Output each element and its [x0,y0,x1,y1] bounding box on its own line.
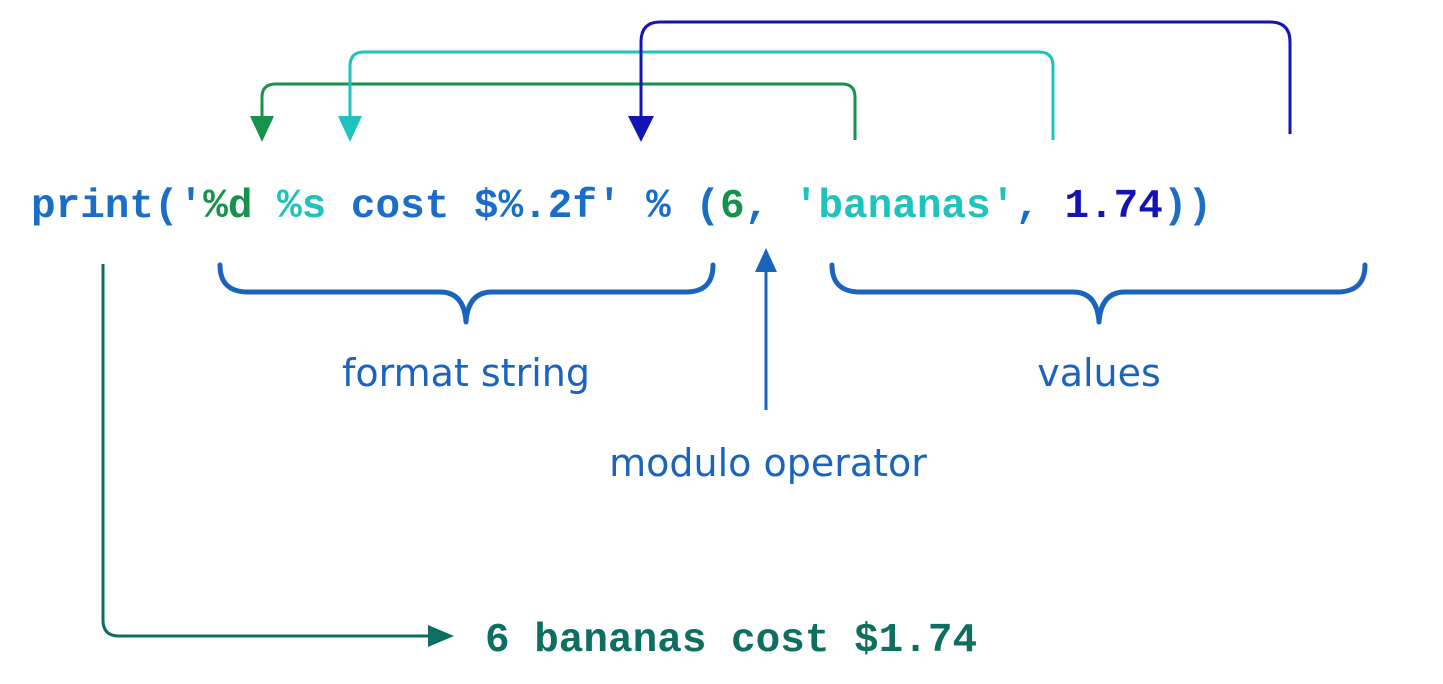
values-brace [829,262,1368,325]
output-text: 6 bananas cost $1.74 [485,618,977,664]
modulo-symbol: % [646,184,671,230]
arrowhead-navy-icon [628,116,654,142]
spec-d: %d [203,184,252,230]
spec-f: %.2f [499,184,597,230]
value-bananas: 'bananas' [794,184,1015,230]
spec-s: %s [277,184,326,230]
format-string-label: format string [342,351,590,395]
arrowhead-green-icon [250,116,274,142]
arrowhead-right-icon [428,625,454,647]
values-label: values [1037,351,1161,395]
code-line: print('%d %s cost $%.2f' % (6, 'bananas'… [31,184,1212,230]
arrowhead-teal-icon [338,116,362,142]
modulo-arrow [755,248,777,410]
value-174: 1.74 [1064,184,1162,230]
connector-s-to-bananas [338,50,1055,142]
output-arrow [101,264,454,647]
modulo-operator-label: modulo operator [609,441,927,485]
format-string-brace [217,262,716,325]
connector-f-to-174 [628,20,1292,142]
value-6: 6 [720,184,745,230]
arrowhead-up-icon [755,248,777,272]
connector-d-to-6 [250,82,857,142]
